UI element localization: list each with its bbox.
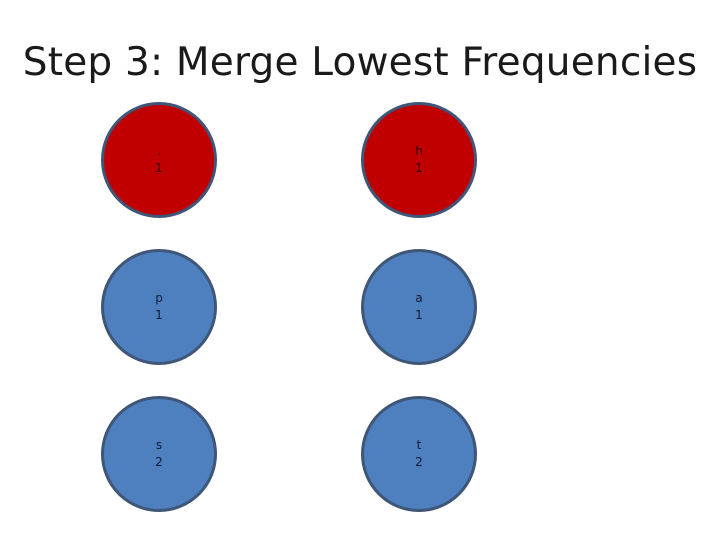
- tree-node-h: h 1: [361, 102, 477, 218]
- tree-node-s: s 2: [101, 396, 217, 512]
- node-frequency: 1: [155, 161, 163, 175]
- node-label: a: [415, 291, 423, 305]
- tree-node-t: t 2: [361, 396, 477, 512]
- node-label: s: [155, 438, 163, 452]
- node-frequency: 2: [155, 455, 163, 469]
- node-frequency: 1: [155, 308, 163, 322]
- node-frequency: 1: [415, 161, 423, 175]
- tree-node-p: p 1: [101, 249, 217, 365]
- node-label: .: [157, 144, 161, 158]
- node-frequency: 2: [415, 455, 423, 469]
- slide-title: Step 3: Merge Lowest Frequencies: [22, 40, 698, 85]
- node-label: t: [416, 438, 422, 452]
- tree-node-a: a 1: [361, 249, 477, 365]
- node-frequency: 1: [415, 308, 423, 322]
- node-label: h: [415, 144, 423, 158]
- tree-node-period: . 1: [101, 102, 217, 218]
- node-label: p: [155, 291, 163, 305]
